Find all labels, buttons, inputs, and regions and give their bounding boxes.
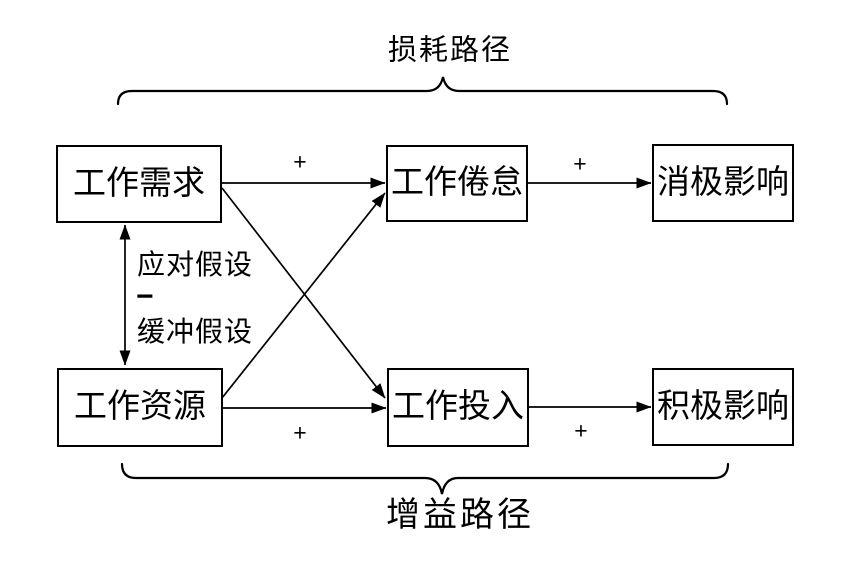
node-positive-outcomes: 积极影响 [652, 368, 794, 446]
buffering-hypothesis-label: 缓冲假设 [137, 317, 254, 348]
node-job-burnout: 工作倦怠 [386, 145, 528, 222]
brace-gain-path [120, 462, 730, 495]
arrow-demands-to-engagement [221, 187, 386, 399]
node-job-demands: 工作需求 [56, 145, 222, 223]
brace-depletion-path [116, 76, 729, 106]
sign-burnout-to-negative: + [573, 150, 587, 177]
depletion-path-title: 损耗路径 [387, 34, 513, 67]
sign-engagement-to-positive: + [574, 417, 588, 444]
coping-hypothesis-label: 应对假设 [137, 250, 254, 281]
node-negative-outcomes: 消极影响 [652, 144, 794, 222]
node-job-resources: 工作资源 [57, 368, 223, 447]
gain-path-title: 增益路径 [386, 497, 534, 534]
sign-demands-to-burnout: + [293, 148, 307, 175]
arrow-resources-to-burnout [221, 192, 386, 399]
node-work-engagement: 工作投入 [387, 368, 529, 447]
sign-resources-to-engagement: + [293, 419, 307, 446]
moderation-minus-sign: − [136, 280, 154, 313]
